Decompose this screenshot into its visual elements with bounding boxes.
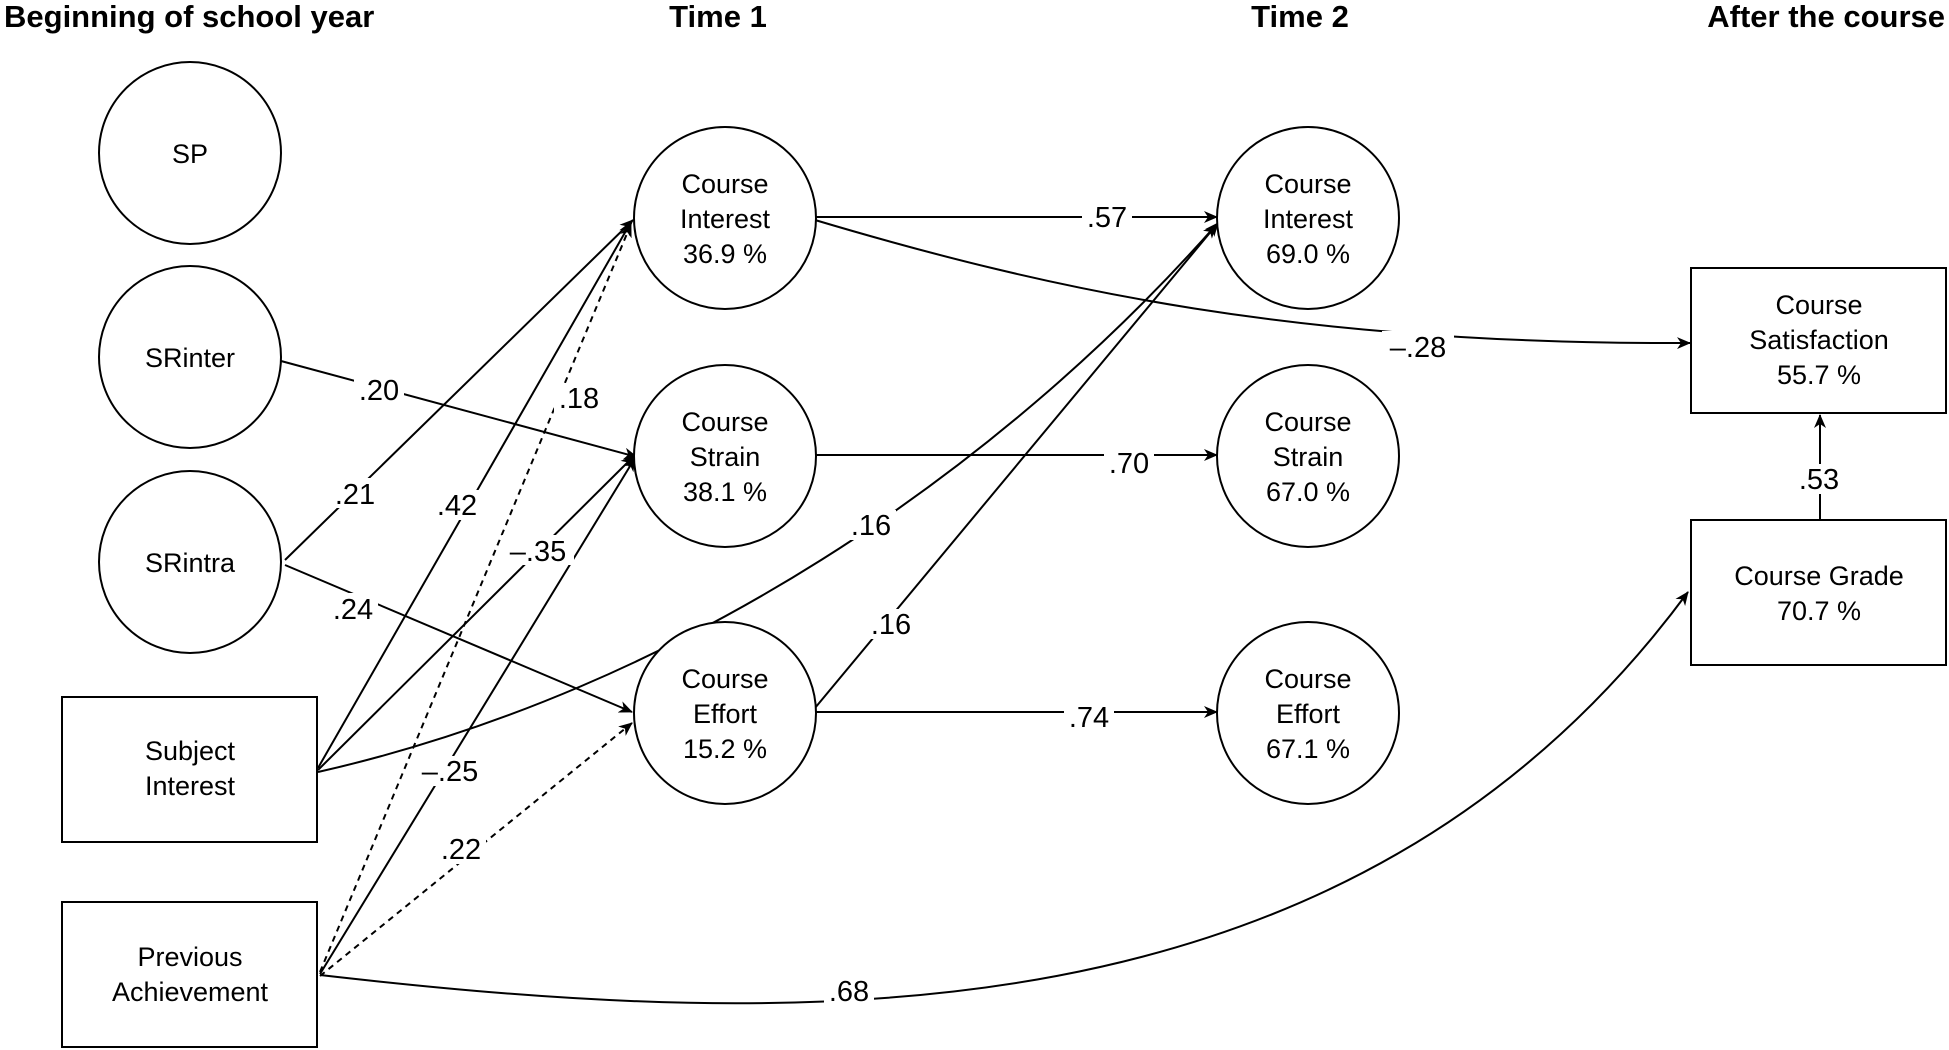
- node-course-strain-t1-label-line-1: Course: [681, 407, 768, 437]
- node-course-interest-t2: [1216, 126, 1400, 310]
- node-course-effort-t1-label-line-2: Effort: [693, 699, 758, 729]
- node-course-effort-t2-label-line-2: Effort: [1276, 699, 1341, 729]
- node-course-strain-t1-label-line-3: 38.1 %: [683, 477, 767, 507]
- edge-label-previous-achievement-course-effort-t1: .22: [441, 834, 481, 866]
- node-course-effort-t2-label-line-1: Course: [1264, 664, 1351, 694]
- header-beginning-of-school-year: Beginning of school year: [4, 0, 374, 34]
- node-course-interest-t2-label-line-3: 69.0 %: [1266, 239, 1350, 269]
- node-course-effort-t1: [633, 621, 817, 805]
- edge-label-srintra-course-interest-t1: .21: [335, 479, 375, 511]
- header-time-2: Time 2: [1251, 0, 1349, 34]
- node-course-interest-t2-label-line-1: Course: [1264, 169, 1351, 199]
- edge-label-course-effort-t1-course-interest-t2: .16: [871, 609, 911, 641]
- node-course-interest-t1-label-line-1: Course: [681, 169, 768, 199]
- edges-layer: [280, 211, 1826, 1005]
- node-srinter: [98, 265, 282, 449]
- edge-previous-achievement-course-grade: [319, 591, 1689, 1005]
- node-course-interest-t1-label-line-3: 36.9 %: [683, 239, 767, 269]
- edge-subject-interest-course-interest-t2: [317, 224, 1217, 773]
- node-course-grade: [1690, 519, 1947, 666]
- node-course-grade-label-line-1: Course Grade: [1734, 561, 1904, 591]
- edge-label-previous-achievement-course-grade: .68: [829, 976, 869, 1008]
- node-course-satisfaction-label-line-3: 55.7 %: [1777, 360, 1861, 390]
- edge-course-interest-t1-course-satisfaction: [814, 219, 1691, 350]
- edge-label-srintra-course-effort-t1: .24: [333, 594, 373, 626]
- node-sp: [98, 61, 282, 245]
- node-course-interest-t2-label-line-2: Interest: [1263, 204, 1354, 234]
- edge-previous-achievement-course-strain-t1: [319, 457, 636, 975]
- node-subject-interest-label-line-2: Interest: [145, 771, 236, 801]
- node-sp-label: SP: [172, 139, 208, 169]
- node-course-satisfaction-label-line-2: Satisfaction: [1749, 325, 1889, 355]
- node-course-satisfaction: [1690, 267, 1947, 414]
- node-course-strain-t2-label-line-1: Course: [1264, 407, 1351, 437]
- labels-layer: .20 .21 .24 .42 –.35 .16 .18 –.25 .22 .6…: [328, 202, 1845, 1008]
- edge-previous-achievement-course-interest-t1: [319, 223, 632, 973]
- node-course-strain-t1: [633, 364, 817, 548]
- header-after-the-course: After the course: [1707, 0, 1945, 34]
- node-course-effort-t1-label-line-3: 15.2 %: [683, 734, 767, 764]
- node-previous-achievement: [61, 901, 318, 1048]
- node-subject-interest: [61, 696, 318, 843]
- edge-label-course-effort-t1-course-effort-t2: .74: [1069, 702, 1109, 734]
- edge-label-course-strain-t1-course-strain-t2: .70: [1109, 448, 1149, 480]
- edge-label-previous-achievement-course-strain-t1: –.25: [422, 756, 478, 788]
- edge-label-course-interest-t1-course-interest-t2: .57: [1087, 202, 1127, 234]
- edge-label-subject-interest-course-interest-t2: .16: [851, 510, 891, 542]
- node-course-interest-t1-label-line-2: Interest: [680, 204, 771, 234]
- node-course-effort-t2: [1216, 621, 1400, 805]
- node-previous-achievement-label-line-2: Achievement: [112, 977, 269, 1007]
- node-course-strain-t1-label-line-2: Strain: [690, 442, 761, 472]
- node-course-effort-t2-label-line-3: 67.1 %: [1266, 734, 1350, 764]
- edge-label-subject-interest-course-strain-t1: –.35: [510, 536, 566, 568]
- node-course-grade-label-line-2: 70.7 %: [1777, 596, 1861, 626]
- nodes-layer: SP SRinter SRintra Subject Interest Prev…: [61, 61, 1947, 1048]
- edge-label-course-interest-t1-course-satisfaction: –.28: [1390, 332, 1446, 364]
- node-course-strain-t2-label-line-2: Strain: [1273, 442, 1344, 472]
- node-subject-interest-label-line-1: Subject: [145, 736, 236, 766]
- edge-label-subject-interest-course-interest-t1: .42: [437, 490, 477, 522]
- node-previous-achievement-label-line-1: Previous: [137, 942, 242, 972]
- edge-label-previous-achievement-course-interest-t1: .18: [559, 383, 599, 415]
- node-course-effort-t1-label-line-1: Course: [681, 664, 768, 694]
- edge-subject-interest-course-strain-t1: [317, 455, 635, 771]
- node-srintra-label: SRintra: [145, 548, 236, 578]
- node-course-interest-t1: [633, 126, 817, 310]
- edge-label-course-grade-course-satisfaction: .53: [1799, 464, 1839, 496]
- edge-srintra-course-effort-t1: [284, 564, 633, 713]
- node-srintra: [98, 470, 282, 654]
- node-course-strain-t2-label-line-3: 67.0 %: [1266, 477, 1350, 507]
- edge-label-srinter-course-strain-t1: .20: [359, 375, 399, 407]
- node-srinter-label: SRinter: [145, 343, 235, 373]
- node-course-strain-t2: [1216, 364, 1400, 548]
- node-course-satisfaction-label-line-1: Course: [1775, 290, 1862, 320]
- header-time-1: Time 1: [669, 0, 767, 34]
- edge-srinter-course-strain-t1: [280, 360, 638, 460]
